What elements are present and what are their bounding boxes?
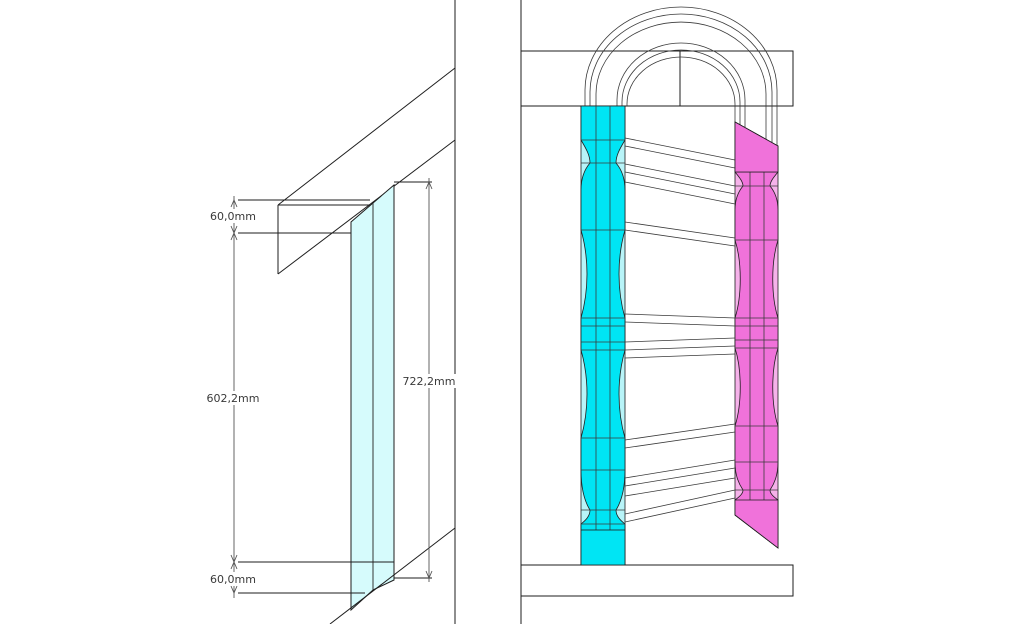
rail-2b [624, 171, 736, 195]
stringer-upper-line [277, 67, 456, 206]
rail-3 [624, 181, 736, 205]
arrow-bottom [230, 585, 238, 595]
rail-1b [624, 145, 736, 169]
dim-label-top-tread: 60,0mm [210, 210, 256, 223]
dim-label-height: 602,2mm [207, 392, 260, 405]
dim-label-bottom-tread: 60,0mm [210, 573, 256, 586]
arrow-top [230, 198, 238, 208]
bottom-beam [520, 564, 794, 597]
magenta-baluster [734, 121, 779, 549]
rail-6c [624, 353, 736, 359]
cyan-baluster-turned-profile [580, 105, 626, 566]
arrow-t2b [230, 231, 238, 241]
arrow-overall-top [425, 180, 433, 190]
arch-ring-3 [595, 21, 767, 170]
rail-9a [624, 489, 736, 515]
label-bg-bottom [206, 572, 260, 586]
lower-stringer-line [329, 527, 456, 624]
left-side-view: 60,0mm 602,2mm 60,0mm 722,2mm [204, 0, 456, 624]
arch-ring-1 [584, 6, 778, 170]
rail-7b [624, 431, 736, 449]
stringer-lower-line [277, 139, 456, 275]
cyan-baluster-base [580, 529, 626, 566]
label-bg-height [204, 391, 262, 405]
top-beam [520, 50, 794, 107]
rail-4a [624, 221, 736, 239]
baluster-panel [350, 201, 374, 612]
baluster-panel-front [372, 183, 395, 591]
rail-8b [624, 467, 736, 487]
connecting-rails [624, 137, 736, 523]
rail-5a [624, 313, 736, 319]
cyan-baluster [580, 105, 626, 566]
magenta-baluster-head [734, 121, 779, 173]
rail-6a [624, 337, 736, 343]
rail-7a [624, 423, 736, 441]
rail-4b [624, 229, 736, 247]
rail-6b [624, 345, 736, 351]
rail-8a [624, 459, 736, 479]
label-bg-overall [402, 374, 456, 388]
arch-ring-6 [626, 56, 736, 125]
right-front-view [520, 0, 794, 624]
arch-ring-5 [621, 49, 741, 130]
arch-ring-2 [589, 13, 773, 170]
arch-ring-4 [616, 42, 746, 140]
rail-8c [624, 477, 736, 497]
arrow-overall-bottom [425, 570, 433, 580]
rail-9b [624, 497, 736, 523]
dim-label-overall: 722,2mm [403, 375, 456, 388]
magenta-baluster-foot [734, 499, 779, 549]
rail-1a [624, 137, 736, 161]
label-bg-top [206, 209, 260, 223]
arrow-b1b [230, 560, 238, 570]
rail-5b [624, 321, 736, 327]
rail-2a [624, 163, 736, 187]
